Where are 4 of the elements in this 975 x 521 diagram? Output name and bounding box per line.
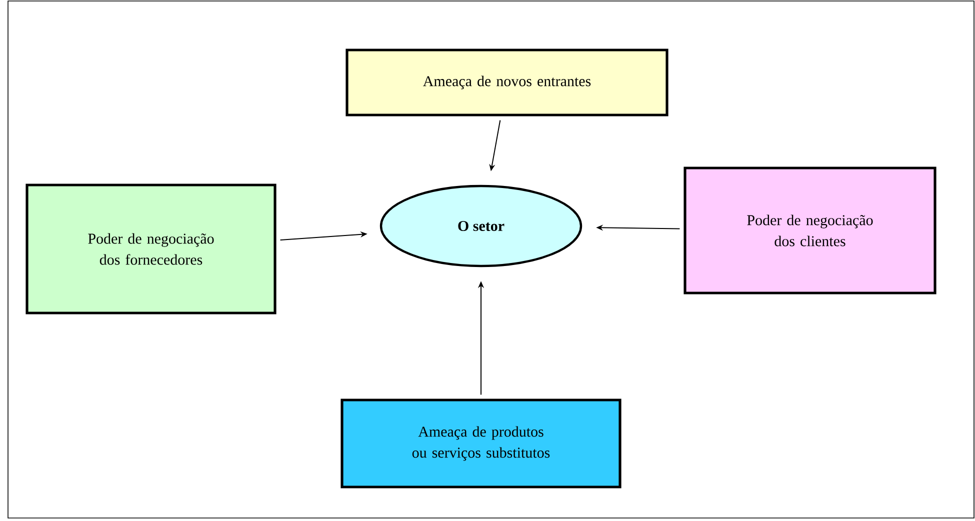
box: Poder de negociação dos fornecedores bbox=[26, 184, 276, 314]
box: Poder de negociação dos clientes bbox=[684, 166, 936, 294]
box: Ameaça de novos entrantes bbox=[346, 48, 668, 116]
box: Ameaça de produtos ou serviços substitutos bbox=[340, 398, 622, 488]
